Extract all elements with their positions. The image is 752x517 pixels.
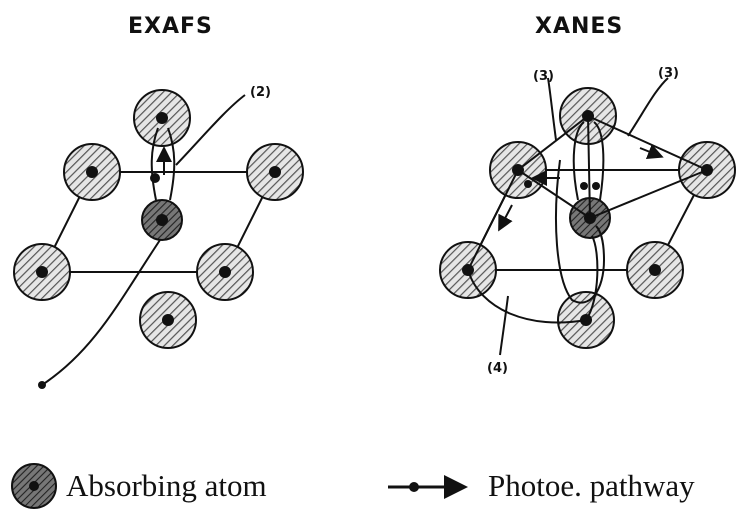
atom [626,241,684,299]
exafs-path-label-2: (2) [250,85,271,100]
exafs-outgoing-path [41,239,161,386]
xanes-path-label-4: (4) [487,361,508,376]
atom [63,143,121,201]
exafs-title: EXAFS [128,14,213,39]
xanes-path-label-3b: (3) [658,66,679,81]
legend-pathway-label: Photoe. pathway [488,468,695,503]
atom [246,143,304,201]
xanes-path-label-3a: (3) [533,69,554,84]
legend-pathway-arrow-icon [388,475,468,499]
atom [133,89,191,147]
atom [13,243,71,301]
exafs-neighbor-atoms [13,89,304,349]
atom [139,291,197,349]
xanes-panel: (3) (3) (4) [439,66,736,376]
xanes-title: XANES [535,14,624,39]
legend-absorbing-atom-icon [11,463,57,509]
exafs-panel: (2) [13,85,304,389]
legend-absorbing-atom-label: Absorbing atom [66,468,267,503]
exafs-absorbing-atom [141,199,183,241]
exafs-pathway-2 [150,94,246,201]
xanes-pathways [467,77,710,356]
atom [196,243,254,301]
xanes-path-dots [524,180,600,190]
exafs-path-end-dot [38,381,46,389]
